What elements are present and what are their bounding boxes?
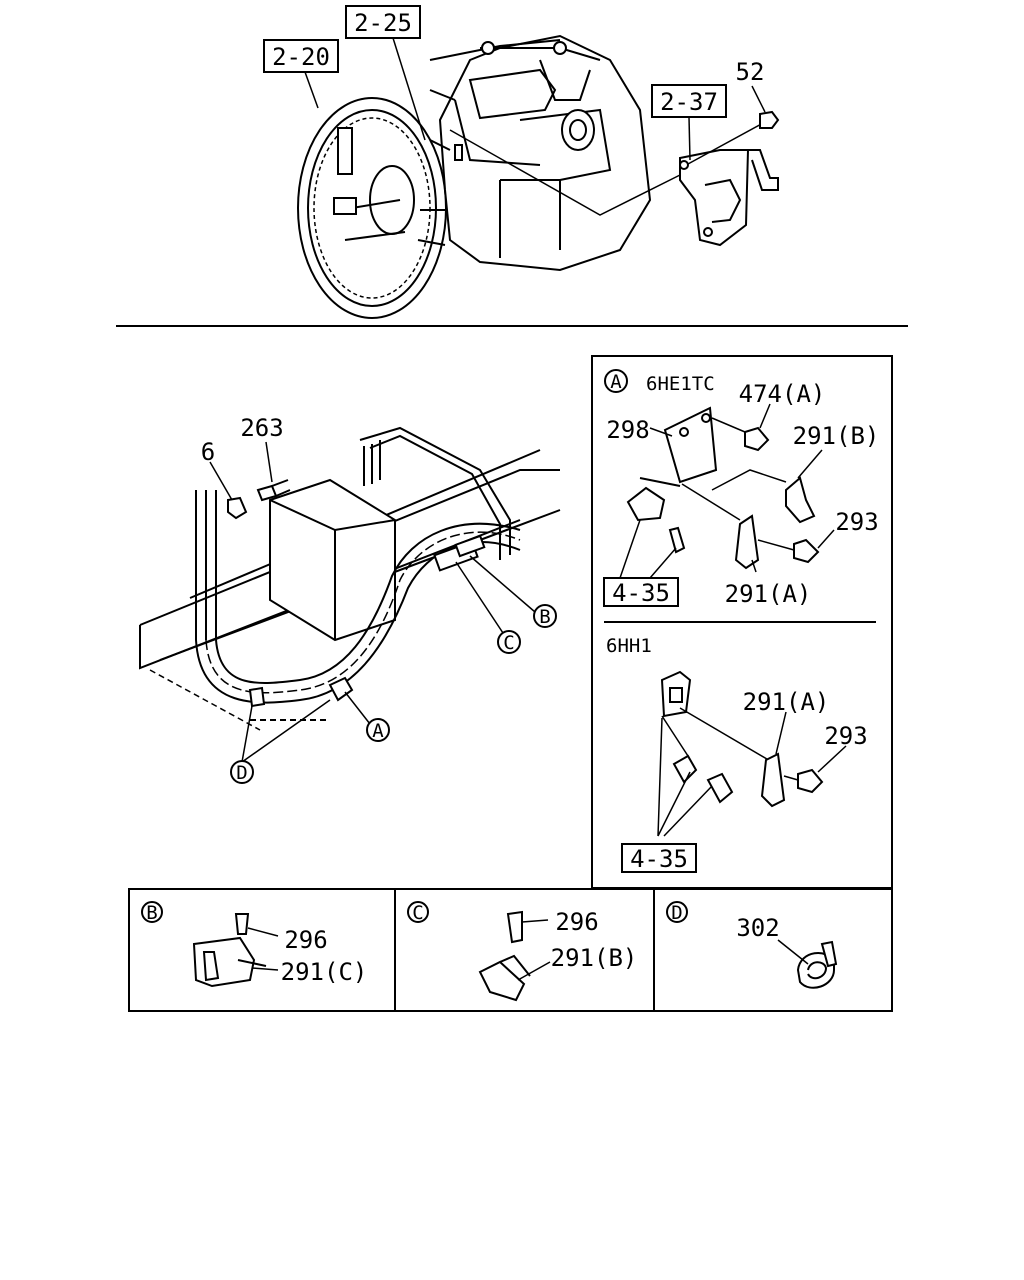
detail-a-6he1tc-drawing (619, 403, 835, 579)
part-298-label: 298 (606, 416, 649, 444)
svg-text:B: B (539, 606, 550, 628)
variant-6hh1-label: 6HH1 (606, 635, 652, 657)
svg-text:A: A (610, 371, 622, 393)
part-291b-label: 291(B) (793, 422, 880, 450)
svg-text:4-35: 4-35 (612, 579, 670, 607)
part-6-label: 6 (201, 438, 215, 466)
detail-a-6hh1-drawing (657, 670, 847, 837)
callout-2-37: 2-37 (651, 84, 727, 161)
callout-2-20-text: 2-20 (272, 43, 330, 71)
part-291b-c-label: 291(B) (551, 944, 638, 972)
bracket-2-37 (679, 110, 780, 247)
svg-text:B: B (146, 902, 157, 924)
marker-c: C (497, 630, 521, 654)
cable-line (449, 129, 681, 216)
marker-d: D (230, 760, 254, 784)
ref-4-35-box: 4-35 (603, 577, 679, 607)
frame-view (139, 426, 561, 764)
callout-2-20: 2-20 (263, 39, 339, 109)
callout-2-25-text: 2-25 (354, 9, 412, 37)
part-293-6hh1-label: 293 (824, 722, 867, 750)
part-474a-label: 474(A) (739, 380, 826, 408)
part-291c-label: 291(C) (281, 958, 368, 986)
part-52-label: 52 (736, 58, 765, 86)
svg-text:C: C (412, 902, 423, 924)
detail-d: D 302 (666, 901, 838, 989)
bottom-detail-panels (128, 888, 893, 1012)
part-291a-6hh1-label: 291(A) (743, 688, 830, 716)
detail-b: B 296 291(C) (141, 901, 368, 988)
part-291a-label: 291(A) (725, 580, 812, 608)
svg-text:D: D (236, 762, 247, 784)
part-293-label: 293 (835, 508, 878, 536)
part-302-label: 302 (736, 914, 779, 942)
callout-2-37-text: 2-37 (660, 88, 718, 116)
transmission-assembly (297, 34, 652, 319)
svg-text:4-35: 4-35 (630, 845, 688, 873)
part-296-b-label: 296 (284, 926, 327, 954)
svg-text:C: C (503, 632, 514, 654)
svg-text:A: A (372, 720, 384, 742)
svg-text:D: D (671, 902, 682, 924)
detail-c: C 296 291(B) (407, 901, 638, 1002)
detail-a-header: A 6HE1TC (604, 369, 715, 395)
part-263-label: 263 (240, 414, 283, 442)
variant-6he1tc-label: 6HE1TC (646, 373, 715, 395)
marker-a: A (366, 718, 390, 742)
callout-2-25: 2-25 (345, 5, 426, 141)
part-296-c-label: 296 (555, 908, 598, 936)
ref-4-35-box-6hh1: 4-35 (621, 843, 697, 873)
marker-b: B (533, 604, 557, 628)
